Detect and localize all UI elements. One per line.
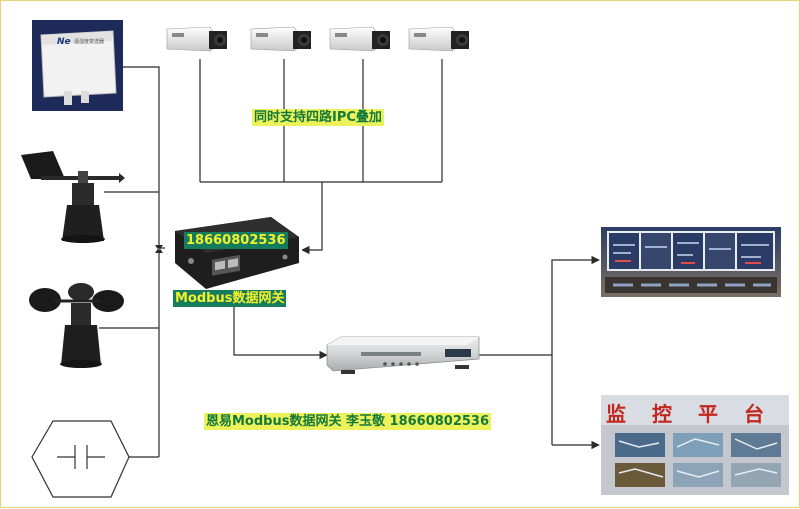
camera-3 bbox=[327, 21, 399, 59]
sensor-logo: Ne bbox=[57, 37, 71, 47]
control-room-screen bbox=[601, 227, 781, 297]
monitor-sign-char-3: 平 bbox=[698, 402, 718, 426]
humidity-sensor: Ne 温湿度变送器 bbox=[32, 20, 123, 111]
camera-1 bbox=[164, 21, 236, 59]
ipc-overlay-label: 同时支持四路IPC叠加 bbox=[252, 109, 384, 126]
nvr-to-screen-wire bbox=[552, 260, 599, 445]
gateway-name-label: Modbus数据网关 bbox=[173, 290, 286, 307]
camera-to-gateway-wire bbox=[302, 182, 322, 250]
monitor-sign-char-2: 控 bbox=[652, 402, 672, 426]
monitor-sign-char-4: 台 bbox=[744, 402, 764, 426]
sensor-box-text: 温湿度变送器 bbox=[74, 38, 104, 45]
gateway-phone-label: 18660802536 bbox=[184, 232, 288, 249]
anemometer bbox=[29, 283, 124, 368]
camera-4 bbox=[406, 21, 478, 59]
sensor-bus-wire bbox=[123, 67, 159, 457]
monitor-sign-char-1: 监 bbox=[606, 402, 626, 426]
modbus-gateway bbox=[165, 209, 302, 295]
hexagon-sensor bbox=[32, 421, 129, 497]
footer-contact-label: 恩易Modbus数据网关 李玉敬 18660802536 bbox=[204, 413, 491, 430]
wind-vane bbox=[21, 151, 125, 243]
gateway-to-nvr-wire bbox=[234, 306, 327, 355]
nvr-recorder bbox=[327, 337, 479, 374]
monitoring-platform: 监 控 平 台 bbox=[601, 395, 789, 495]
camera-2 bbox=[248, 21, 320, 59]
